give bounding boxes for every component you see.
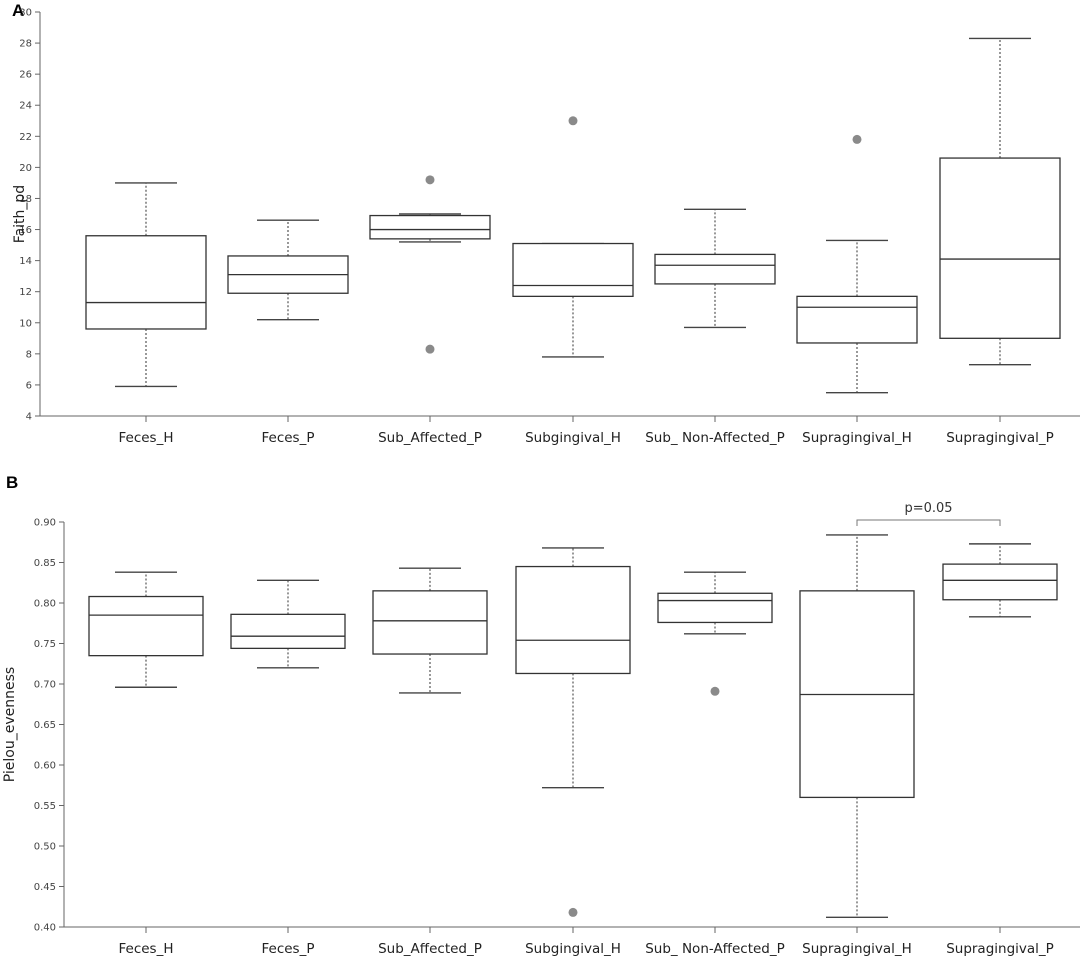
y-tick-label: 10	[19, 318, 32, 329]
box	[796, 295, 918, 344]
outlier-point	[852, 134, 862, 144]
y-tick-label: 6	[26, 380, 32, 391]
significance-bracket	[856, 519, 1001, 526]
y-tick-label: 0.70	[34, 680, 56, 691]
box	[515, 565, 631, 675]
x-tick-label: Sub_ Non-Affected_P	[645, 430, 785, 446]
x-tick-label: Feces_H	[119, 941, 174, 957]
panel-b: B 0.40 0.45 0.50 0.55 0.60 0.65 0.70 0.75 0.80 0.8…	[2, 473, 1080, 957]
outlier-point	[425, 344, 435, 354]
significance-label: p=0.05	[904, 501, 952, 516]
outlier-point	[710, 686, 720, 696]
y-tick-label: 4	[26, 412, 32, 423]
x-tick-label: Feces_P	[262, 941, 315, 957]
y-axis-label: Pielou_evenness	[2, 667, 18, 782]
x-tick-label: Supragingival_H	[802, 941, 912, 957]
y-tick-label: 14	[19, 256, 32, 267]
box	[512, 242, 634, 298]
box	[85, 235, 207, 330]
box	[939, 157, 1061, 339]
x-tick-label: Sub_Affected_P	[378, 941, 482, 957]
y-tick-label: 16	[19, 225, 32, 236]
panel-label: A	[12, 1, 24, 20]
outlier-point	[568, 116, 578, 126]
x-tick-label: Supragingival_P	[946, 430, 1054, 446]
panel-a: A 4 6 8 10 12 14 16 18 20 22 24 26 28 30Faith_pdFeces_…	[12, 1, 1080, 446]
box	[230, 613, 346, 650]
panel-label: B	[6, 473, 18, 492]
box	[88, 595, 204, 657]
box	[942, 563, 1058, 601]
y-tick-label: 0.80	[34, 599, 56, 610]
x-tick-label: Sub_ Non-Affected_P	[645, 941, 785, 957]
x-tick-label: Subgingival_H	[525, 941, 621, 957]
x-tick-label: Sub_Affected_P	[378, 430, 482, 446]
y-tick-label: 8	[26, 349, 32, 360]
y-tick-label: 0.75	[34, 639, 56, 650]
y-tick-label: 0.50	[34, 842, 56, 853]
box	[372, 590, 488, 655]
y-tick-label: 0.90	[34, 518, 56, 529]
y-axis-label: Faith_pd	[12, 185, 28, 243]
y-tick-label: 30	[19, 8, 32, 19]
x-tick-label: Feces_H	[119, 430, 174, 446]
outlier-point	[425, 175, 435, 185]
y-tick-label: 20	[19, 163, 32, 174]
x-tick-label: Supragingival_P	[946, 941, 1054, 957]
y-tick-label: 0.85	[34, 558, 56, 569]
x-tick-label: Feces_P	[262, 430, 315, 446]
y-tick-label: 26	[19, 70, 32, 81]
y-tick-label: 0.60	[34, 761, 56, 772]
y-tick-label: 0.45	[34, 882, 56, 893]
y-tick-label: 12	[19, 287, 32, 298]
y-tick-label: 24	[19, 101, 32, 112]
y-tick-label: 28	[19, 39, 32, 50]
x-tick-label: Subgingival_H	[525, 430, 621, 446]
y-tick-label: 22	[19, 132, 32, 143]
box	[654, 253, 776, 285]
box	[657, 592, 773, 624]
y-tick-label: 18	[19, 194, 32, 205]
y-tick-label: 0.65	[34, 720, 56, 731]
y-tick-label: 0.55	[34, 801, 56, 812]
y-tick-label: 0.40	[34, 923, 56, 934]
outlier-point	[568, 907, 578, 917]
x-tick-label: Supragingival_H	[802, 430, 912, 446]
box	[369, 214, 491, 240]
